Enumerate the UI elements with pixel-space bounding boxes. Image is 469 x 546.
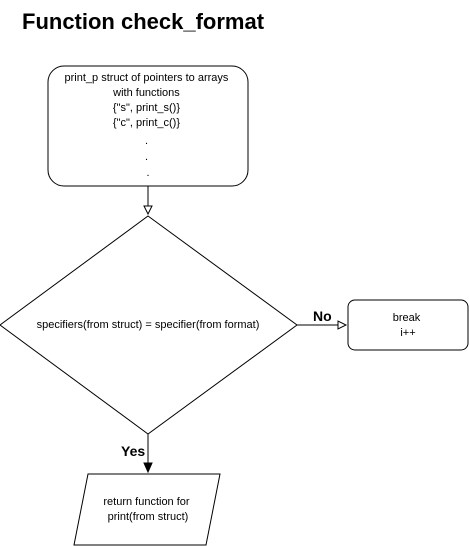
- break-line-1: break: [393, 312, 421, 324]
- struct-line-1: print_p struct of pointers to arrays: [65, 72, 229, 84]
- open-arrowhead: [143, 205, 153, 216]
- break-node: break i++: [347, 299, 469, 351]
- yes-label: Yes: [121, 443, 145, 459]
- edge-struct-to-decision: [143, 186, 153, 216]
- struct-line-5: .: [145, 135, 148, 147]
- decision-node: specifiers(from struct) = specifier(from…: [0, 215, 298, 435]
- no-label: No: [313, 308, 332, 324]
- open-arrowhead: [337, 320, 348, 330]
- return-line-1: return function for: [103, 496, 190, 508]
- diagram-title: Function check_format: [22, 9, 265, 34]
- edge-yes: Yes: [121, 434, 153, 474]
- decision-label: specifiers(from struct) = specifier(from…: [37, 319, 260, 331]
- return-node-text: return function for print(from struct): [103, 496, 192, 523]
- break-line-2: i++: [400, 327, 415, 339]
- return-line-2: print(from struct): [108, 511, 189, 523]
- struct-line-7: .: [146, 167, 149, 179]
- edge-no: No: [297, 308, 348, 330]
- filled-arrowhead: [143, 462, 153, 474]
- struct-line-4: {"c", print_c()}: [113, 117, 180, 129]
- struct-line-3: {"s", print_s()}: [113, 102, 180, 114]
- struct-line-2: with functions: [112, 87, 180, 99]
- return-parallelogram: [73, 473, 221, 546]
- break-node-box: [347, 299, 469, 351]
- struct-node-text: print_p struct of pointers to arrays wit…: [65, 72, 232, 179]
- return-node: return function for print(from struct): [73, 473, 221, 546]
- struct-node: print_p struct of pointers to arrays wit…: [47, 65, 249, 187]
- break-node-text: break i++: [393, 312, 424, 339]
- struct-line-6: .: [145, 151, 148, 163]
